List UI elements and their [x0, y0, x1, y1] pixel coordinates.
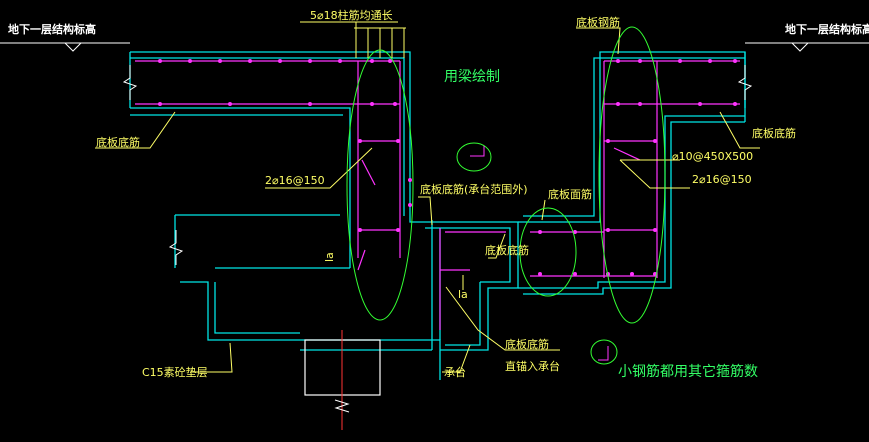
leader-lines — [95, 27, 760, 373]
slab-top-label: 底板面筋 — [548, 187, 592, 201]
rebar-dots — [158, 59, 737, 276]
stirrup-right-label-2: 2⌀16@150 — [692, 173, 752, 186]
slab-rebar-right-label: 底板钢筋 — [576, 15, 620, 29]
slab-bottom-mid-label: 底板底筋 — [485, 243, 529, 257]
highlight-ellipses — [346, 26, 666, 365]
column-bars-label: 5⌀18柱筋均通长 — [310, 8, 393, 22]
stirrup-left-label: 2⌀16@150 — [265, 174, 325, 187]
stirrup-right-label-1: ⌀10@450X500 — [672, 150, 753, 163]
pile — [304, 330, 381, 430]
rebar-lines — [135, 60, 740, 330]
small-rebar-note: 小钢筋都用其它箍筋数 — [618, 363, 758, 380]
slab-bottom-right-label: 底板底筋 — [752, 126, 796, 140]
slab-bottom-left-label: 底板底筋 — [96, 135, 140, 149]
cushion-label: C15素砼垫层 — [142, 365, 208, 379]
slab-bottom-outside-label: 底板底筋(承台范围外) — [420, 182, 528, 196]
level-label-right: 地下一层结构标高 — [785, 22, 869, 36]
level-marker-left — [0, 42, 130, 52]
small-rebar-symbols — [470, 146, 609, 361]
column-bars — [300, 21, 406, 58]
la-left-label: la — [323, 252, 336, 262]
slab-bottom-anchor-label-2: 直锚入承台 — [505, 359, 560, 373]
level-marker-right — [745, 42, 869, 52]
la-mid-label: la — [458, 288, 468, 301]
level-label-left: 地下一层结构标高 — [8, 22, 96, 36]
slab-bottom-anchor-label-1: 底板底筋 — [505, 337, 549, 351]
concrete-outline — [129, 51, 746, 380]
pile-cap-label: 承台 — [444, 365, 466, 379]
beam-note: 用梁绘制 — [444, 69, 500, 85]
break-marks — [122, 65, 753, 265]
